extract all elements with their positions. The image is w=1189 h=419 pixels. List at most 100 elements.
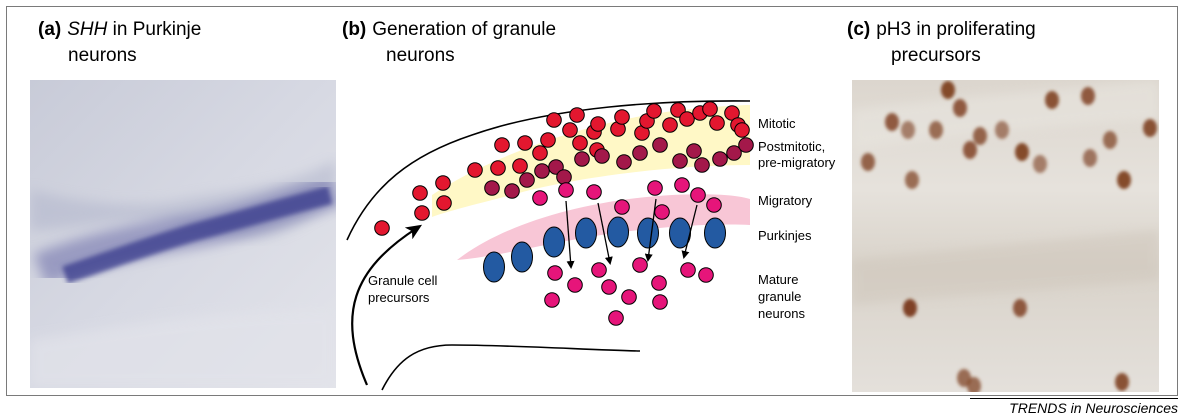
migratory-cell [615,200,630,215]
postmitotic-cell [653,138,668,153]
mitotic-cell [615,110,630,125]
label-mature-1: Mature [758,272,798,287]
granule-generation-diagram: Mitotic Postmitotic, pre-migratory Migra… [342,95,852,395]
ph3-nucleus [953,99,967,117]
mitotic-cell [468,163,483,178]
postmitotic-cell [617,155,632,170]
mature-granule-neuron [622,290,637,305]
mitotic-cell [570,108,585,123]
migratory-cell [587,185,602,200]
panel-a-title: (a)SHH in Purkinje neurons [38,18,201,42]
postmitotic-cell [695,158,710,173]
ph3-nucleus [885,113,899,131]
ph3-nucleus [963,141,977,159]
label-precursors-1: Granule cell [368,273,437,288]
mitotic-cell [415,206,430,221]
mature-granule-neuron [545,293,560,308]
panel-a-title-line2: neurons [68,44,137,68]
mature-granule-neuron [681,263,696,278]
label-postmitotic-1: Postmitotic, [758,139,825,154]
panel-b-title-line2: neurons [386,44,455,68]
ph3-nucleus [973,127,987,145]
mitotic-cell [495,138,510,153]
mitotic-cell [413,186,428,201]
mitotic-cell [663,118,678,133]
postmitotic-cell [557,170,572,185]
mature-granule-neuron [633,258,648,273]
mitotic-cell [513,159,528,174]
migratory-cell [707,198,722,213]
label-mitotic: Mitotic [758,116,796,131]
mitotic-cell [547,113,562,128]
mitotic-cell [573,136,588,151]
mitotic-cell [437,196,452,211]
ph3-nucleus [995,121,1009,139]
panel-c-letter: (c) [847,19,870,40]
purkinje-cell [638,218,659,248]
mature-granule-neuron [548,266,563,281]
label-mature-3: neurons [758,306,805,321]
mature-granule-neuron [699,268,714,283]
ph3-nucleus [1045,91,1059,109]
ph3-nucleus [1117,171,1131,189]
panel-c-title-line2: precursors [891,44,981,68]
ph3-nucleus [929,121,943,139]
mitotic-cell [375,221,390,236]
mature-granule-neuron [653,295,668,310]
mature-granule-neuron [568,278,583,293]
mature-granule-neuron [609,311,624,326]
purkinje-cell [608,217,629,247]
ph3-nucleus [1115,373,1129,391]
panel-a-title-rest: in Purkinje [107,19,201,40]
migratory-cell [691,188,706,203]
ph3-nucleus [1013,299,1027,317]
ph3-nucleus [1081,87,1095,105]
mitotic-cell [703,102,718,117]
postmitotic-cell [673,154,688,169]
postmitotic-cell [485,181,500,196]
ph3-nucleus [1143,119,1157,137]
mature-granule-neuron [592,263,607,278]
panel-c-title: (c)pH3 in proliferating precursors [847,18,1036,42]
label-migratory: Migratory [758,193,813,208]
ph3-nucleus [905,171,919,189]
mitotic-cell [518,136,533,151]
postmitotic-cell [633,146,648,161]
mitotic-cell [710,116,725,131]
panel-b-title: (b)Generation of granule neurons [342,18,556,42]
panel-a-gene: SHH [67,19,107,40]
ph3-nucleus [861,153,875,171]
migratory-cell [533,191,548,206]
label-purkinjes: Purkinjes [758,228,812,243]
panel-c-title-line1: pH3 in proliferating [876,19,1035,40]
purkinje-cell [512,242,533,272]
mature-granule-neuron [602,280,617,295]
ph3-nucleus [1015,143,1029,161]
purkinje-cell [576,218,597,248]
panel-b-title-line1: Generation of granule [372,19,556,40]
mitotic-cell [491,161,506,176]
postmitotic-cell [713,152,728,167]
purkinje-cell [544,227,565,257]
postmitotic-cell [575,152,590,167]
panel-c-micrograph [852,80,1159,392]
mitotic-cell [647,104,662,119]
panel-b-letter: (b) [342,19,366,40]
panel-a-letter: (a) [38,19,61,40]
ph3-nucleus [941,81,955,99]
ph3-nucleus [901,121,915,139]
mitotic-cell [436,176,451,191]
panel-a-micrograph [30,80,336,388]
postmitotic-cell [739,138,754,153]
precursor-migration-arrow [352,228,417,385]
purkinje-cell [484,252,505,282]
ph3-nucleus [1033,155,1047,173]
purkinje-cell [705,218,726,248]
mitotic-cell [680,112,695,127]
postmitotic-cell [535,164,550,179]
ph3-nucleus [1083,149,1097,167]
postmitotic-cell [505,184,520,199]
ph3-nucleus [1103,131,1117,149]
mature-granule-neuron [652,276,667,291]
mitotic-cell [533,146,548,161]
